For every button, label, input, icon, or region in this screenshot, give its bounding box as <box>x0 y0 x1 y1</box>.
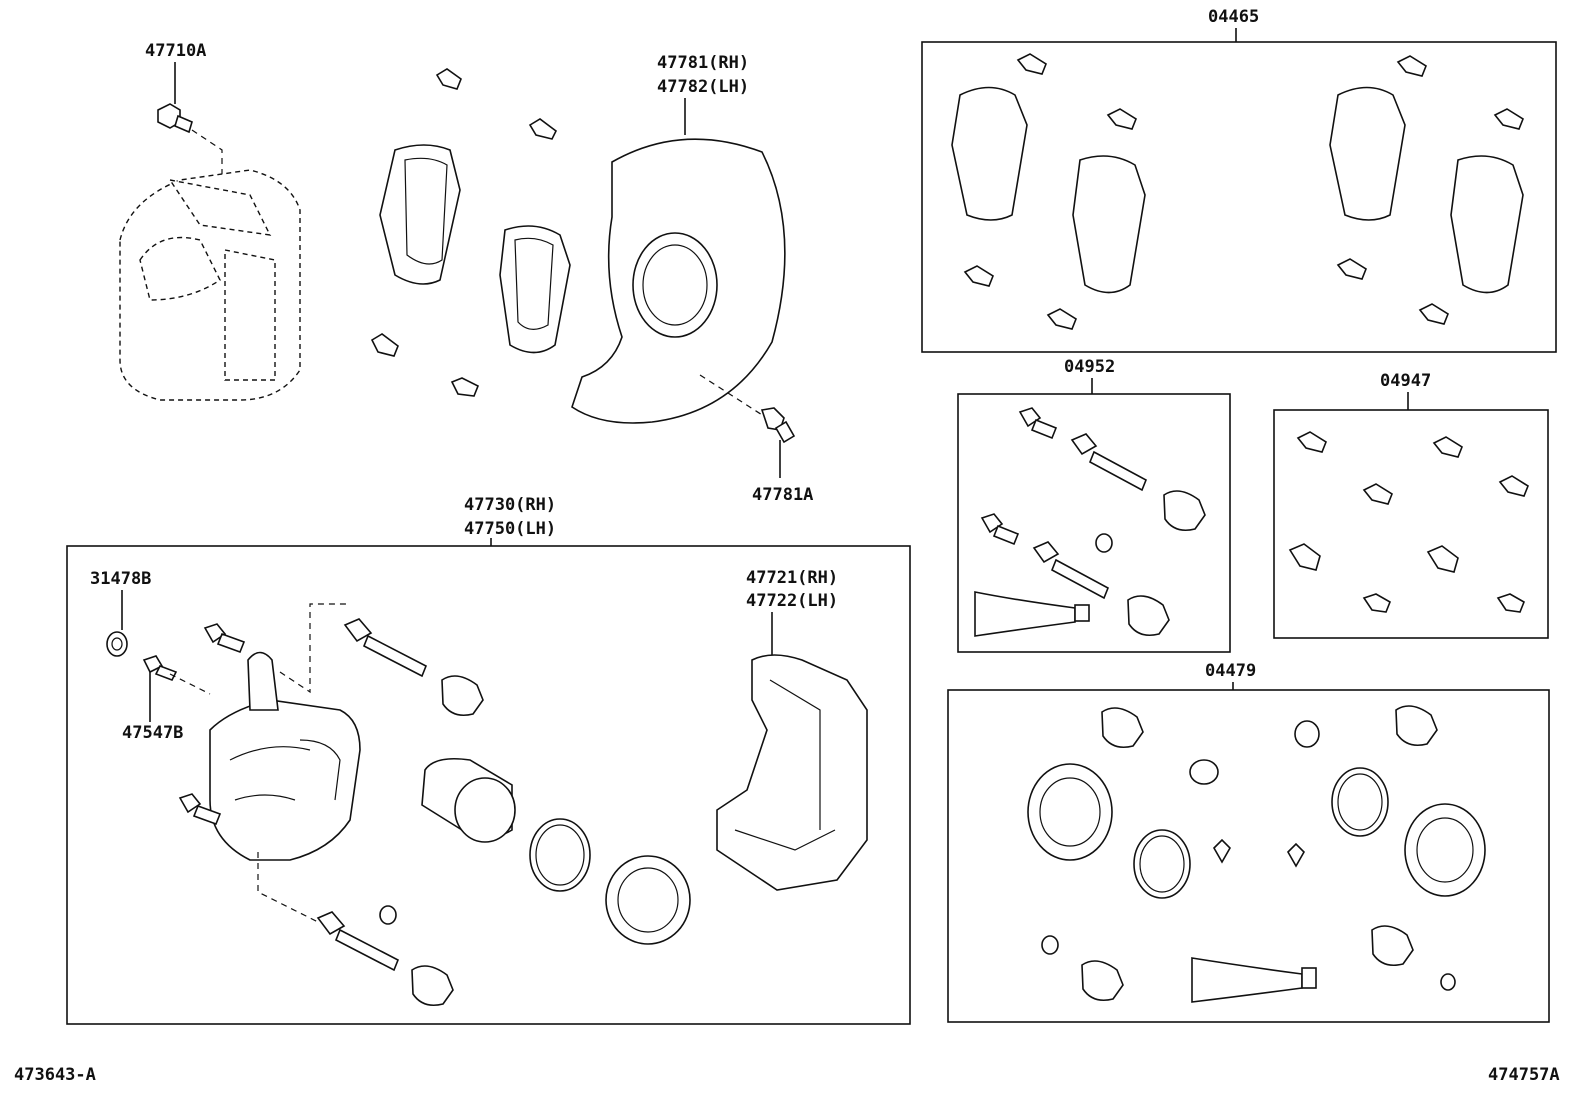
label-04479: 04479 <box>1205 661 1256 681</box>
label-47721-rh: 47721(RH) <box>746 568 838 588</box>
piston-boot <box>605 855 691 945</box>
label-47730-rh: 47730(RH) <box>464 495 556 515</box>
kit-04465-clips <box>963 53 1524 330</box>
label-47710A: 47710A <box>145 41 206 61</box>
label-04952: 04952 <box>1064 357 1115 377</box>
bleeder-screw <box>142 655 178 682</box>
label-47750-lh: 47750(LH) <box>464 519 556 539</box>
caliper-ghost <box>119 169 301 401</box>
label-47547B: 47547B <box>122 723 183 743</box>
box-kit-04952 <box>957 393 1231 653</box>
label-47722-lh: 47722(LH) <box>746 591 838 611</box>
piston-seal <box>529 818 591 892</box>
caliper-body <box>209 651 361 861</box>
caliper-bolt-lower <box>178 793 222 826</box>
box-kit-04465 <box>921 41 1557 353</box>
piston <box>421 757 516 843</box>
slide-pin-boot-upper <box>441 675 484 717</box>
box-kit-04947 <box>1273 409 1549 639</box>
label-47781-rh: 47781(RH) <box>657 53 749 73</box>
figure-ref-right: 474757A <box>1488 1065 1560 1085</box>
kit-04465-pads <box>951 86 1524 294</box>
small-cap <box>379 905 397 925</box>
slide-pin-boot-lower <box>411 965 454 1007</box>
label-04947: 04947 <box>1380 371 1431 391</box>
pad-outer-1 <box>379 144 461 285</box>
slide-pin-lower <box>316 911 400 972</box>
figure-ref-left: 473643-A <box>14 1065 96 1085</box>
label-04465: 04465 <box>1208 7 1259 27</box>
pad-inner-1 <box>499 225 571 354</box>
caliper-mounting-bracket <box>716 654 868 891</box>
dust-shield <box>571 138 786 424</box>
caliper-bolt-upper <box>203 623 246 654</box>
bolt-47781A <box>760 407 796 444</box>
pad-clip <box>370 68 558 397</box>
label-47782-lh: 47782(LH) <box>657 77 749 97</box>
slide-pin-upper <box>343 618 428 678</box>
kit-04952-pins <box>974 407 1206 637</box>
bolt-47710A <box>157 103 193 134</box>
box-kit-04479 <box>947 689 1550 1023</box>
kit-04479-seals <box>1027 705 1486 1003</box>
label-31478B: 31478B <box>90 569 151 589</box>
label-47781A: 47781A <box>752 485 813 505</box>
bleeder-cap <box>106 631 128 657</box>
box-caliper-assy <box>66 545 911 1025</box>
kit-04947-clips <box>1288 431 1529 613</box>
